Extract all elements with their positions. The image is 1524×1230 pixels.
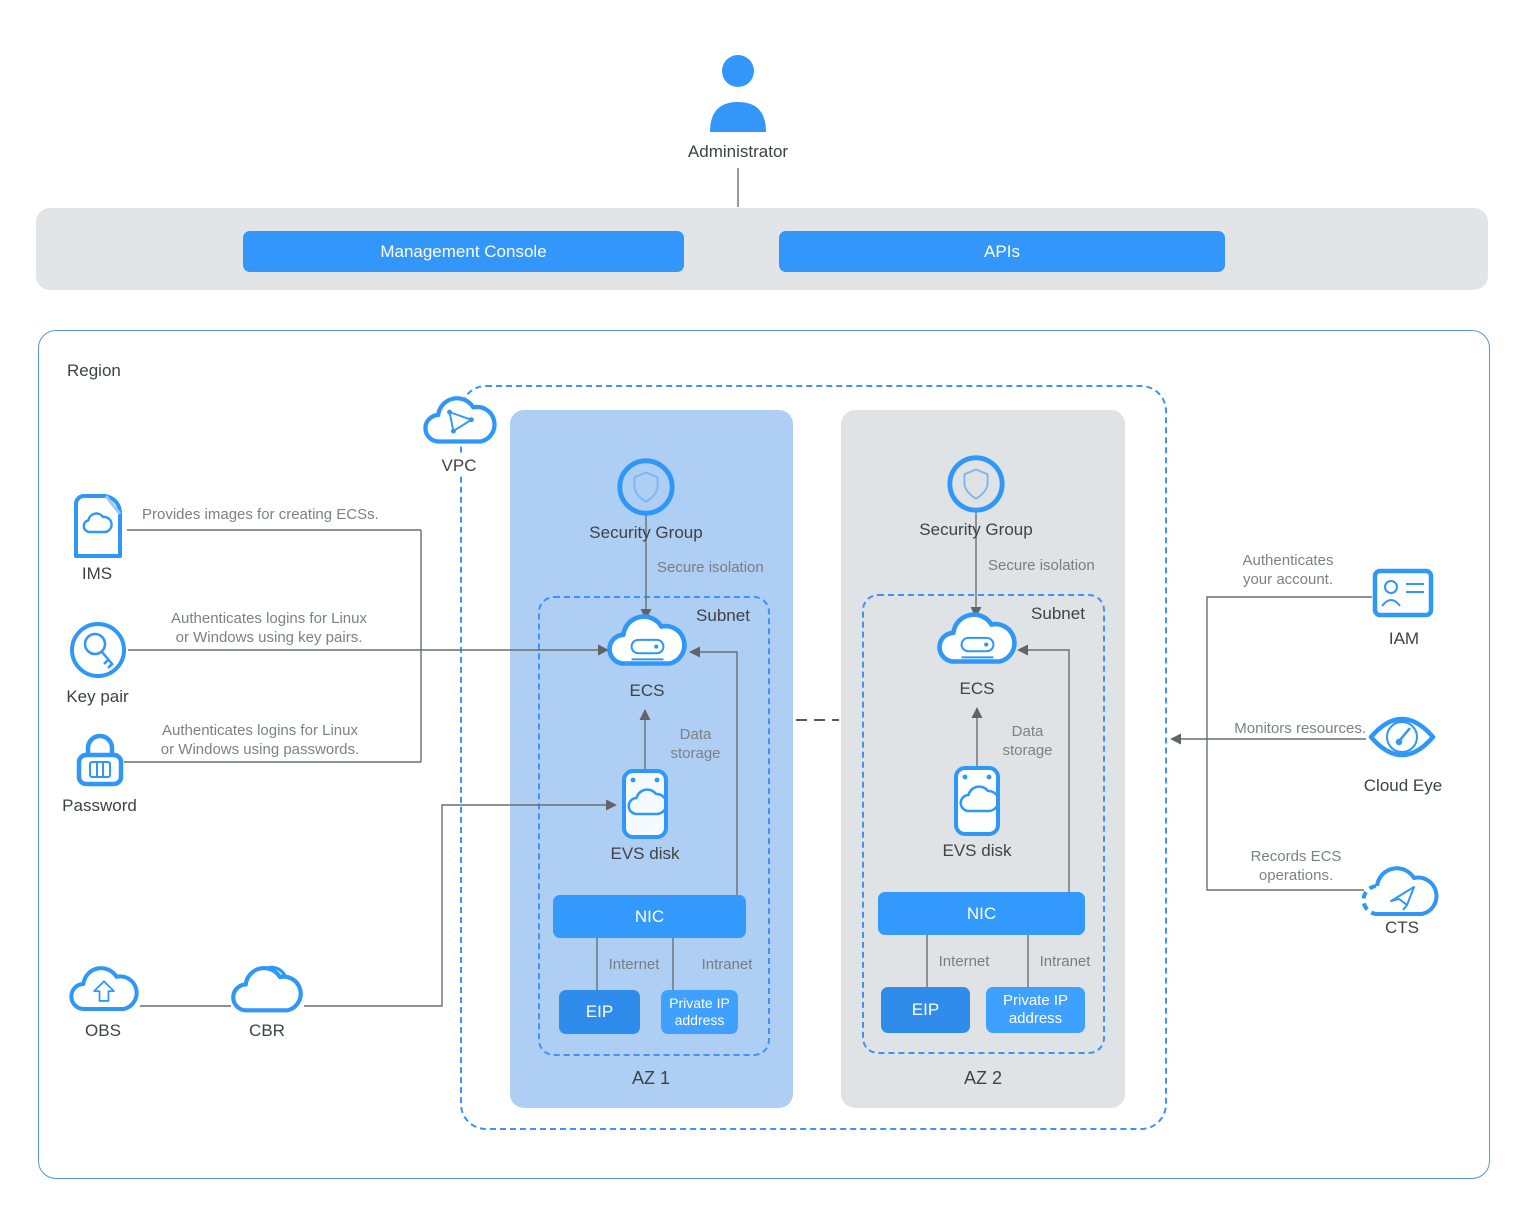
cbr-icon [231, 965, 303, 1013]
administrator-icon [710, 55, 766, 132]
region-box [38, 330, 1490, 1179]
key-pair-label: Key pair [66, 687, 129, 706]
cts-annotation-line1: Records ECS [1250, 848, 1342, 865]
az2-secure-isolation-label: Secure isolation [988, 557, 1095, 574]
cloud-eye-annotation: Monitors resources. [1234, 720, 1366, 737]
az1-evs-disk-icon [622, 769, 668, 839]
az2-private-ip-box: Private IP address [986, 987, 1085, 1033]
cts-icon [1361, 866, 1439, 917]
cts-annotation-line2: operations. [1258, 867, 1334, 884]
iam-annotation-line2: your account. [1242, 571, 1334, 588]
az1-private-ip-box: Private IP address [661, 990, 738, 1034]
apis-button: APIs [779, 231, 1225, 272]
az1-security-group-label: Security Group [589, 523, 703, 542]
az1-nic-label: NIC [634, 906, 665, 926]
az1-internet-label: Internet [608, 956, 660, 973]
iam-label: IAM [1388, 629, 1420, 648]
az1-data-storage-label: Data storage [670, 726, 721, 762]
management-console-label: Management Console [380, 241, 547, 261]
az1-eip-box: EIP [559, 990, 640, 1034]
obs-label: OBS [85, 1021, 121, 1040]
vpc-icon [423, 396, 497, 444]
az1-evs-disk-label: EVS disk [610, 844, 680, 863]
ims-icon [74, 494, 122, 558]
password-annotation-line2: or Windows using passwords. [160, 741, 360, 758]
iam-annotation-line1: Authenticates [1242, 552, 1334, 569]
az1-security-group-icon [617, 458, 675, 516]
az2-private-ip-label: Private IP address [1002, 992, 1069, 1027]
cts-annotation: Records ECS operations. [1216, 847, 1376, 885]
az2-data-storage-label: Data storage [1002, 723, 1053, 759]
iam-icon [1372, 568, 1434, 618]
az2-eip-box: EIP [881, 987, 970, 1033]
az1-secure-isolation-label: Secure isolation [657, 559, 764, 576]
az1-eip-label: EIP [585, 1002, 614, 1021]
ims-annotation: Provides images for creating ECSs. [142, 506, 379, 523]
apis-label: APIs [984, 241, 1020, 261]
az2-evs-disk-label: EVS disk [942, 841, 1012, 860]
az2-internet-label: Internet [938, 953, 990, 970]
key-pair-annotation-line2: or Windows using key pairs. [175, 629, 363, 646]
management-console-button: Management Console [243, 231, 684, 272]
az1-ecs-icon [607, 614, 687, 666]
cts-label: CTS [1385, 918, 1419, 937]
az2-evs-disk-icon [954, 766, 1000, 836]
az2-subnet-label: Subnet [1031, 604, 1085, 623]
cloud-eye-icon [1368, 716, 1436, 758]
obs-icon [69, 966, 139, 1012]
key-pair-annotation: Authenticates logins for Linux or Window… [150, 609, 388, 647]
az2-nic-label: NIC [966, 903, 997, 923]
password-annotation: Authenticates logins for Linux or Window… [140, 721, 380, 759]
iam-annotation: Authenticates your account. [1212, 551, 1364, 589]
az2-security-group-icon [947, 455, 1005, 513]
az2-ecs-icon [937, 612, 1017, 664]
vpc-label: VPC [414, 456, 504, 476]
az1-private-ip-label: Private IP address [669, 995, 730, 1028]
az2-ecs-label: ECS [959, 679, 995, 698]
ims-label: IMS [81, 564, 113, 583]
password-icon [76, 733, 124, 787]
az2-security-group-label: Security Group [919, 520, 1033, 539]
password-label: Password [62, 796, 137, 815]
administrator-label: Administrator [687, 142, 789, 161]
cbr-label: CBR [249, 1021, 285, 1040]
az2-eip-label: EIP [911, 1000, 940, 1019]
az1-nic-box: NIC [553, 895, 746, 938]
az2-subnet-box [862, 594, 1105, 1054]
az1-label: AZ 1 [631, 1068, 670, 1088]
az1-ecs-label: ECS [629, 681, 665, 700]
region-label: Region [67, 361, 121, 380]
az1-intranet-label: Intranet [701, 956, 753, 973]
az2-intranet-label: Intranet [1039, 953, 1091, 970]
az2-label: AZ 2 [963, 1068, 1002, 1088]
vpc-box [460, 385, 1167, 1130]
key-pair-icon [70, 622, 126, 678]
cloud-eye-label: Cloud Eye [1363, 776, 1443, 795]
az1-subnet-label: Subnet [696, 606, 750, 625]
password-annotation-line1: Authenticates logins for Linux [162, 722, 358, 739]
key-pair-annotation-line1: Authenticates logins for Linux [171, 610, 367, 627]
az2-nic-box: NIC [878, 892, 1085, 935]
